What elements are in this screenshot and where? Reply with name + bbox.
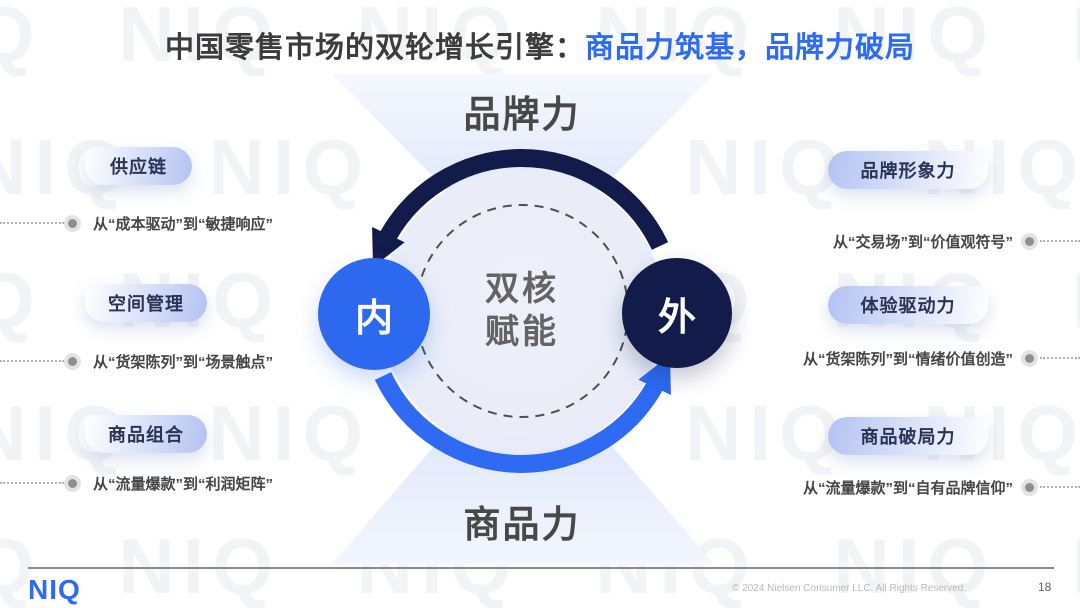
connector-row: 从“交易场”到“价值观符号” <box>833 229 1080 253</box>
inner-node: 内 <box>318 258 430 370</box>
dual-core-line2: 赋能 <box>485 313 559 351</box>
connector-row: 从“货架陈列”到“情绪价值创造” <box>803 346 1080 370</box>
product-power-label: 商品力 <box>463 504 581 545</box>
dual-core-label: 双核 赋能 <box>422 268 622 354</box>
pill-product-mix: 商品组合 <box>85 415 207 453</box>
connector-dot-icon <box>68 218 77 228</box>
connector-text: 从“交易场”到“价值观符号” <box>832 233 1013 251</box>
watermark-row: NIQ NIQ NIQ NIQ NIQ NIQ <box>0 0 1080 78</box>
dotted-line <box>1040 240 1080 242</box>
dotted-line <box>1040 486 1080 488</box>
connector-row: 从“货架陈列”到“场景触点” <box>0 349 273 373</box>
dotted-line <box>0 482 64 484</box>
dotted-line <box>0 360 64 362</box>
dotted-line <box>1040 357 1080 359</box>
connector-text: 从“货架陈列”到“场景触点” <box>93 353 274 371</box>
pill-product-breakthrough: 商品破局力 <box>828 417 988 455</box>
title-highlight: 商品力筑基，品牌力破局 <box>585 32 916 64</box>
page-title: 中国零售市场的双轮增长引擎：商品力筑基，品牌力破局 <box>0 24 1080 66</box>
pill-brand-image: 品牌形象力 <box>828 151 988 189</box>
connector-dot-icon <box>1025 236 1034 246</box>
connector-row: 从“流量爆款”到“利润矩阵” <box>0 471 273 495</box>
connector-dot-icon <box>1025 482 1034 492</box>
connector-dot-icon <box>68 356 77 366</box>
copyright-text: © 2024 Nielsen Consumer LLC. All Rights … <box>732 583 967 594</box>
pill-space-management: 空间管理 <box>85 284 207 322</box>
connector-text: 从“流量爆款”到“利润矩阵” <box>93 475 274 493</box>
brand-power-label: 品牌力 <box>463 94 581 135</box>
connector-dot-icon <box>68 478 77 488</box>
page-number: 18 <box>1038 580 1052 594</box>
niq-logo: NIQ <box>28 574 81 605</box>
connector-text: 从“成本驱动”到“敏捷响应” <box>93 215 274 233</box>
connector-text: 从“流量爆款”到“自有品牌信仰” <box>802 479 1013 497</box>
title-prefix: 中国零售市场的双轮增长引擎： <box>164 32 585 64</box>
pill-experience-drive: 体验驱动力 <box>828 286 988 324</box>
dotted-line <box>0 222 64 224</box>
connector-text: 从“货架陈列”到“情绪价值创造” <box>802 350 1013 368</box>
footer-divider <box>28 567 1054 569</box>
connector-row: 从“成本驱动”到“敏捷响应” <box>0 211 273 235</box>
pill-supply-chain: 供应链 <box>85 147 192 185</box>
connector-dot-icon <box>1025 353 1034 363</box>
dual-core-line1: 双核 <box>485 270 559 308</box>
connector-row: 从“流量爆款”到“自有品牌信仰” <box>803 475 1080 499</box>
outer-node: 外 <box>622 258 732 368</box>
